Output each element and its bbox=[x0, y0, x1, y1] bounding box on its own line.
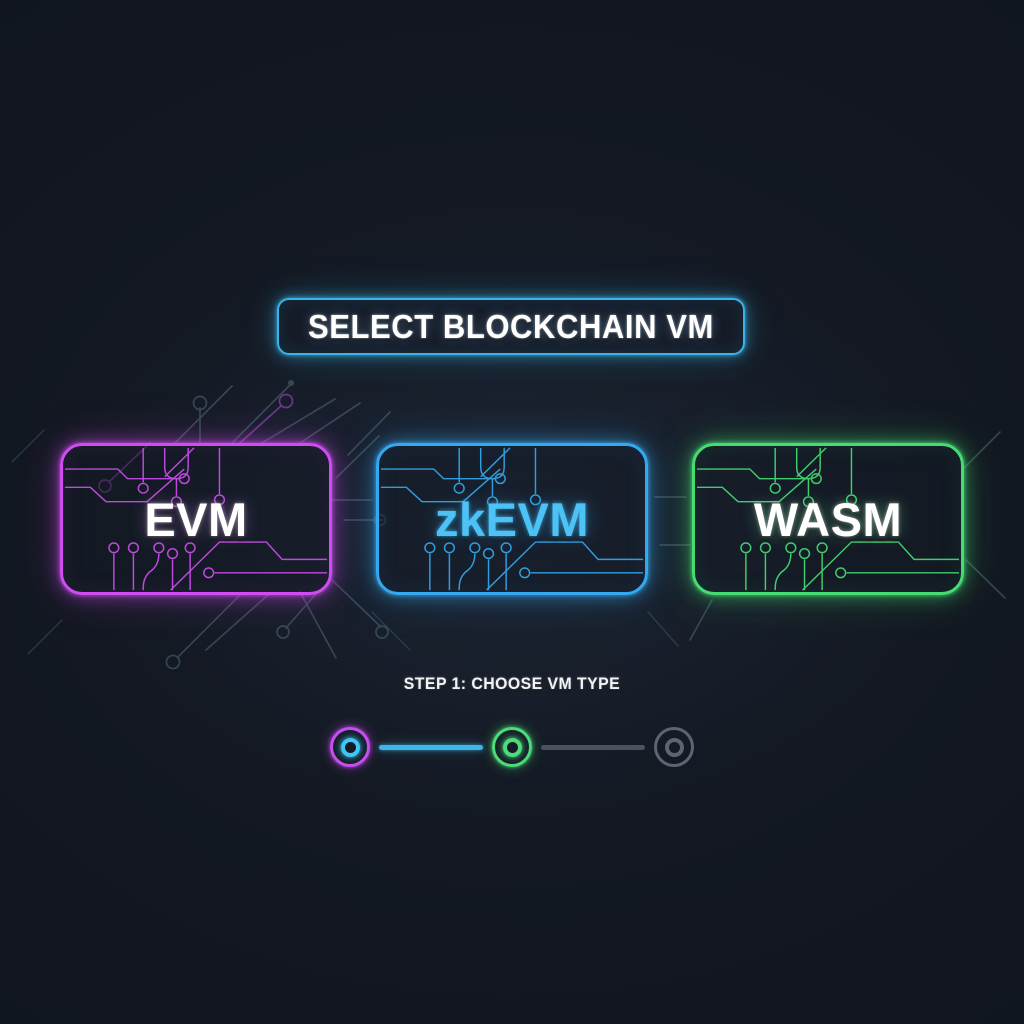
page-title: SELECT BLOCKCHAIN VM bbox=[308, 307, 714, 345]
progress-connector-1 bbox=[379, 744, 483, 750]
vm-card-label-zkevm: zkEVM bbox=[435, 492, 589, 546]
vm-card-label-evm: EVM bbox=[144, 492, 248, 546]
progress-connector-2 bbox=[541, 744, 645, 750]
vm-card-row: EVM bbox=[0, 443, 1024, 595]
progress-step-3[interactable] bbox=[654, 727, 694, 767]
vm-card-wasm[interactable]: WASM bbox=[692, 443, 964, 595]
circuit-pattern-evm bbox=[64, 447, 328, 591]
step-caption: STEP 1: CHOOSE VM TYPE bbox=[403, 674, 621, 693]
progress-step-2[interactable] bbox=[492, 727, 532, 767]
progress-step-1-core bbox=[340, 737, 360, 757]
progress-step-1[interactable] bbox=[330, 727, 370, 767]
progress-step-3-core bbox=[664, 737, 684, 757]
vm-card-zkevm[interactable]: zkEVM bbox=[376, 443, 648, 595]
progress-step-2-core bbox=[502, 737, 522, 757]
vm-card-evm[interactable]: EVM bbox=[60, 443, 332, 595]
circuit-pattern-wasm bbox=[696, 447, 960, 591]
vm-card-label-wasm: WASM bbox=[753, 492, 903, 546]
circuit-pattern-zkevm bbox=[380, 447, 644, 591]
page-title-frame: SELECT BLOCKCHAIN VM bbox=[277, 298, 745, 355]
progress-indicator bbox=[330, 723, 694, 771]
